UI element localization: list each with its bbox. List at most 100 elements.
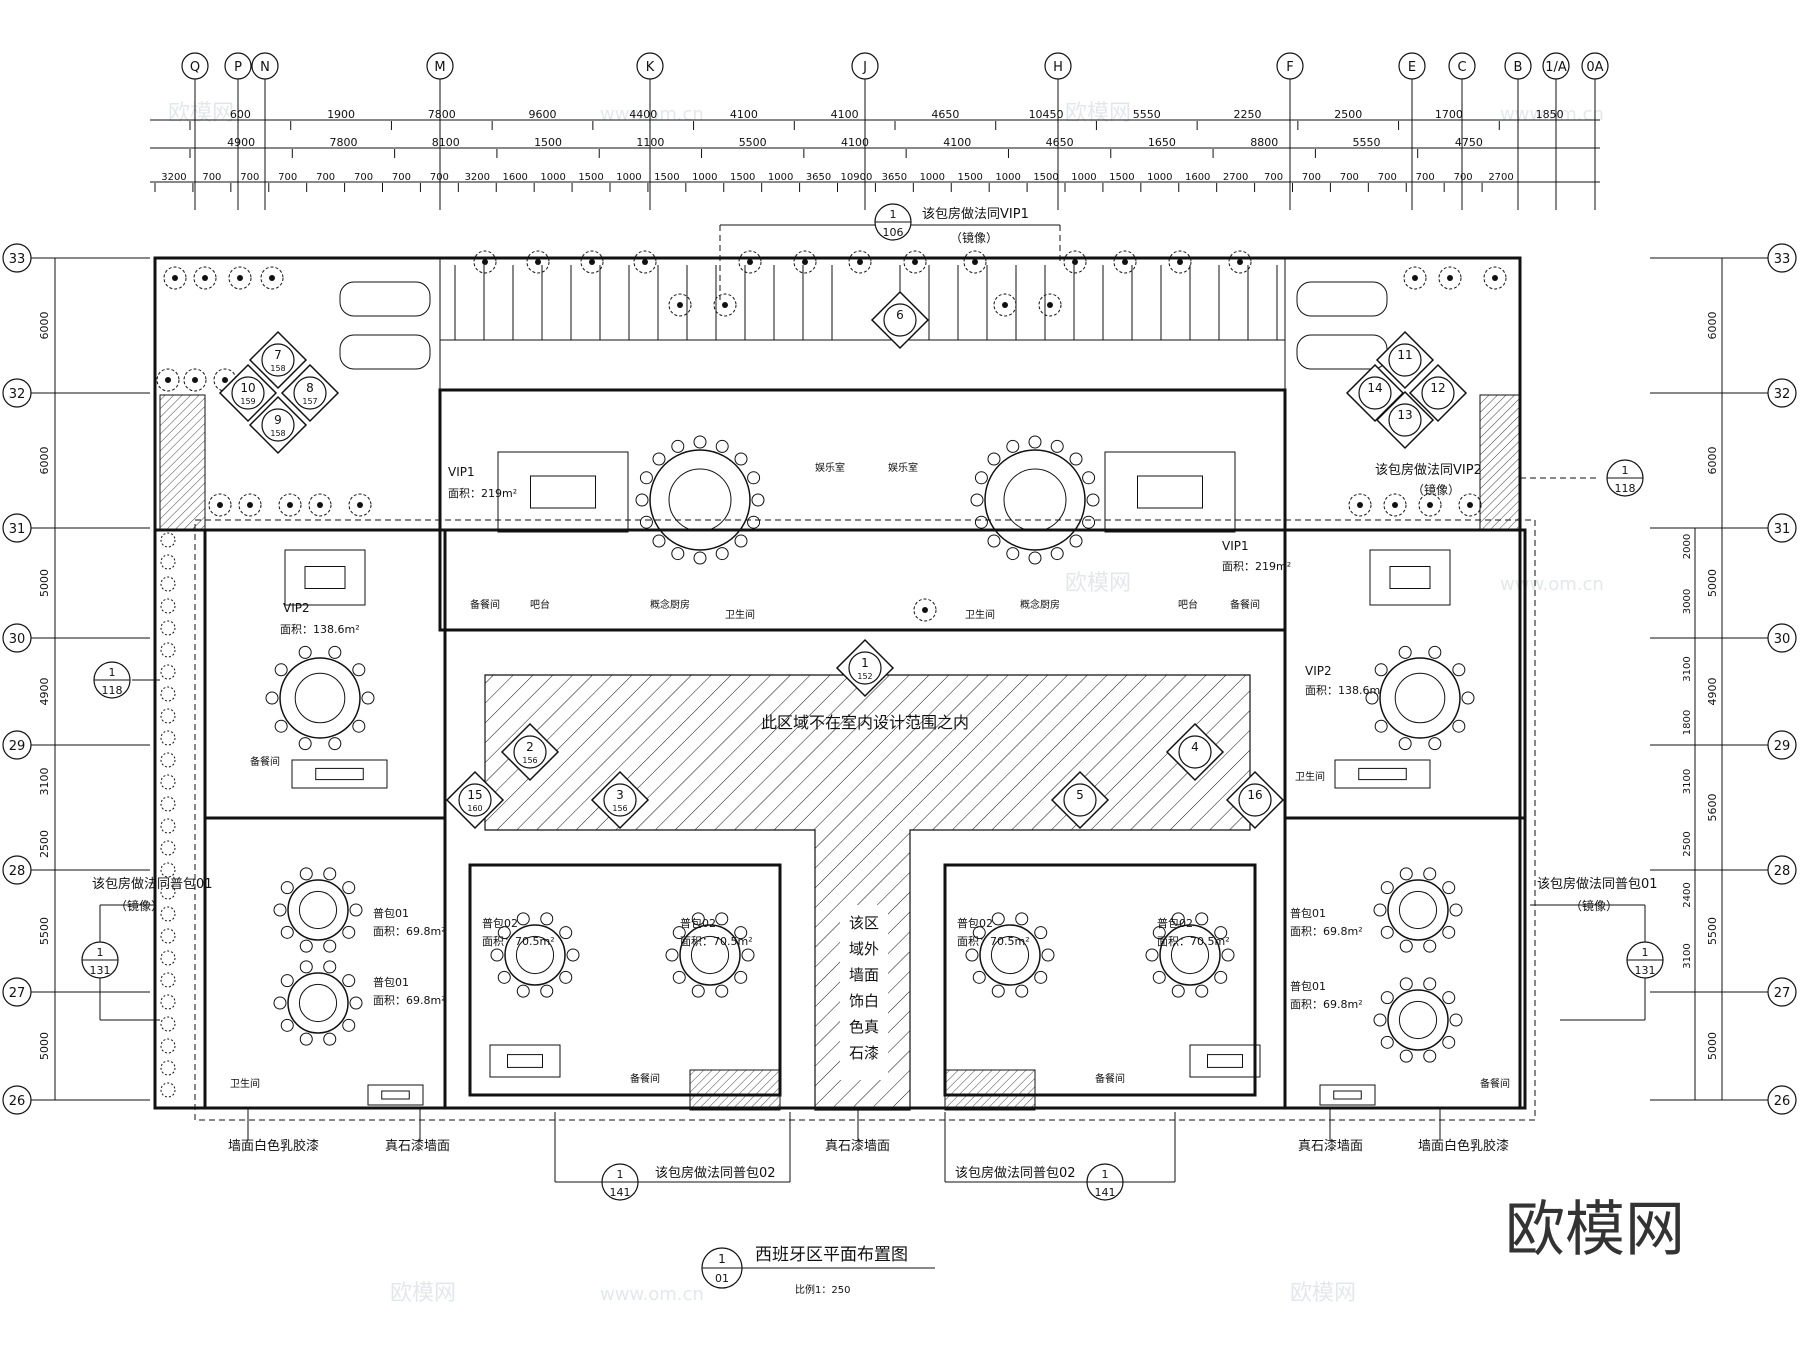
dimension-value: 3100 <box>1682 656 1693 681</box>
pantry-label: 概念厨房 <box>650 598 690 611</box>
room-name: VIP1 <box>1222 539 1249 553</box>
coffee-table <box>1389 566 1431 589</box>
tree-trunk-icon <box>237 275 243 281</box>
shrub-icon <box>160 576 176 592</box>
elevation-number: 7 <box>274 348 282 362</box>
tree-icon <box>1113 250 1137 274</box>
sofa-set <box>1334 759 1431 789</box>
lazy-susan <box>1003 468 1067 532</box>
lounge-sofa-sets <box>284 451 1451 1106</box>
room-name: 普包01 <box>1290 906 1326 920</box>
ref-sheet: 106 <box>883 226 904 239</box>
dimension-value: 5000 <box>38 1032 51 1060</box>
chair-icon <box>1221 948 1235 962</box>
chair-icon <box>652 452 666 466</box>
dimension-value: 1650 <box>1148 136 1176 149</box>
chair-icon <box>1380 881 1394 895</box>
coffee-table <box>507 1054 543 1068</box>
elevation-number: 4 <box>1191 740 1199 754</box>
tree-trunk-icon <box>1122 259 1128 265</box>
storage-label: 备餐间 <box>470 598 500 611</box>
grid-label: K <box>646 60 655 75</box>
sofa-set <box>497 451 629 533</box>
grid-label: F <box>1286 60 1293 75</box>
corridor-note: 该区 域外 墙面 饰白 色真 石漆 <box>840 905 888 1080</box>
grid-label: 33 <box>1774 252 1791 267</box>
tree-icon <box>738 250 762 274</box>
tree-trunk-icon <box>247 502 253 508</box>
chair-icon <box>540 912 554 926</box>
chair-icon <box>691 984 705 998</box>
chair-icon <box>342 1018 356 1032</box>
ref-text: 该包房做法同VIP2 <box>1375 462 1482 478</box>
tree-icon <box>633 250 657 274</box>
dimension-value: 1000 <box>995 172 1020 183</box>
chair-icon <box>1171 984 1185 998</box>
elevation-number: 16 <box>1247 788 1262 802</box>
lazy-susan <box>294 672 346 724</box>
tree-icon <box>963 250 987 274</box>
chair-icon <box>1069 534 1083 548</box>
dimension-value: 3650 <box>882 172 907 183</box>
grid-label: 32 <box>1774 387 1791 402</box>
chair-icon <box>1086 493 1100 507</box>
coffee-table <box>315 767 364 781</box>
grid-label: 31 <box>9 522 26 537</box>
grid-label: 1/A <box>1545 60 1567 75</box>
room-area: 面积：219m² <box>1222 560 1291 573</box>
ref-sub: （镜像） <box>1412 482 1460 497</box>
chair-icon <box>672 926 686 940</box>
tree-icon <box>308 493 332 517</box>
room-name: 普包01 <box>373 906 409 920</box>
right-dimensions: 6000600050004900560055005000200030003100… <box>1682 258 1723 1100</box>
shrub-icon <box>160 972 176 988</box>
chair-icon <box>323 960 337 974</box>
chair-icon <box>280 881 294 895</box>
chair-icon <box>1041 948 1055 962</box>
dimension-value: 2250 <box>1234 108 1262 121</box>
tree-icon <box>228 266 252 290</box>
chair-icon <box>734 926 748 940</box>
watermark-brand: 欧模网 <box>390 1281 456 1306</box>
round-table <box>279 657 361 739</box>
tree-trunk-icon <box>535 259 541 265</box>
elevation-number: 9 <box>274 413 282 427</box>
chair-icon <box>715 547 729 561</box>
dimension-value: 700 <box>1454 172 1473 183</box>
tree-trunk-icon <box>589 259 595 265</box>
shrub-icon <box>160 598 176 614</box>
chair-icon <box>639 471 653 485</box>
dimension-value: 1000 <box>616 172 641 183</box>
round-table <box>649 449 751 551</box>
chair-icon <box>1034 970 1048 984</box>
coffee-table <box>304 566 346 589</box>
parking-stalls <box>440 265 1285 341</box>
grid-label: E <box>1408 60 1416 75</box>
grid-label: J <box>862 60 867 75</box>
grid-label: 29 <box>9 739 26 754</box>
wall-note: 真石漆墙面 <box>825 1138 890 1154</box>
material-notes: 墙面白色乳胶漆 真石漆墙面 真石漆墙面 真石漆墙面 墙面白色乳胶漆 <box>228 1108 1509 1154</box>
grid-label: 30 <box>1774 632 1791 647</box>
chair-icon <box>566 948 580 962</box>
lazy-susan <box>1170 935 1210 975</box>
coffee-table <box>1358 767 1407 781</box>
grid-label: 27 <box>1774 986 1791 1001</box>
dimension-value: 1600 <box>502 172 527 183</box>
chair-icon <box>665 948 679 962</box>
chair-icon <box>559 926 573 940</box>
sofa-set <box>1189 1044 1261 1078</box>
tree-trunk-icon <box>165 377 171 383</box>
title-sheet: 01 <box>715 1272 729 1285</box>
shrub-icon <box>160 862 176 878</box>
chair-icon <box>693 551 707 565</box>
tree-trunk-icon <box>1237 259 1243 265</box>
elevation-markers: 1152215631564567158815791581015911121314… <box>218 290 1468 830</box>
ref-text: 该包房做法同普包02 <box>955 1165 1076 1181</box>
elevation-number: 11 <box>1397 348 1412 362</box>
room-area: 面积：69.8m² <box>1290 925 1363 938</box>
round-table <box>984 449 1086 551</box>
room-name: 普包02 <box>957 916 993 930</box>
tree-trunk-icon <box>317 502 323 508</box>
